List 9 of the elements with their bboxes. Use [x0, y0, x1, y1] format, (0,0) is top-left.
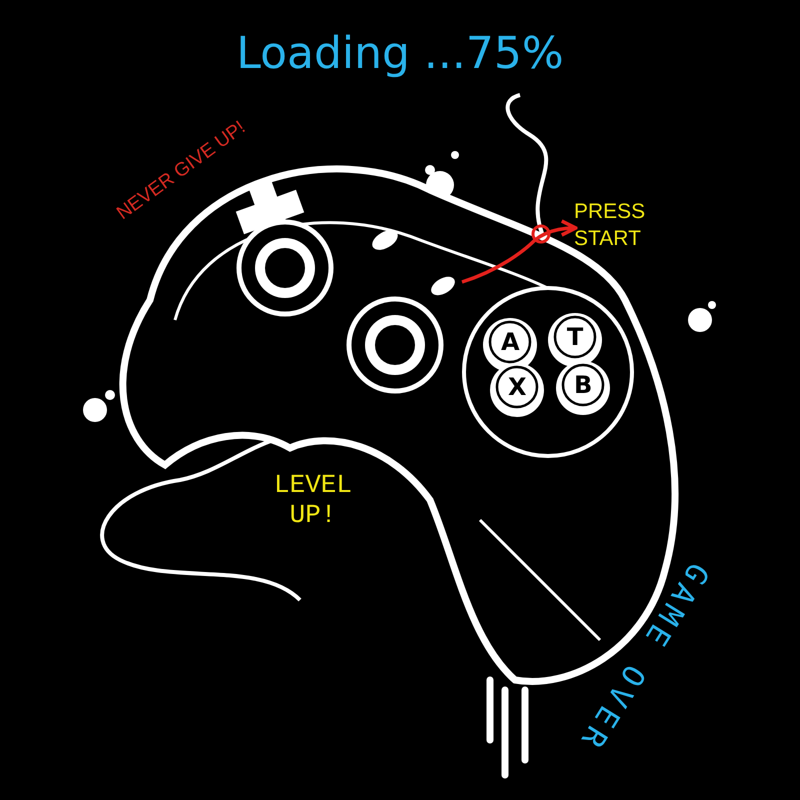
slogan-text: LEVEL UP!: [272, 470, 353, 530]
button-letter: T: [566, 322, 584, 352]
title: Loading ...75%: [235, 28, 565, 79]
button-letter: A: [501, 327, 519, 357]
button-letter: X: [508, 372, 526, 402]
start-button: [430, 276, 456, 296]
callout-text: PRESS START: [574, 198, 674, 256]
curved-arrow: [461, 219, 578, 284]
button-letter: B: [574, 370, 592, 400]
